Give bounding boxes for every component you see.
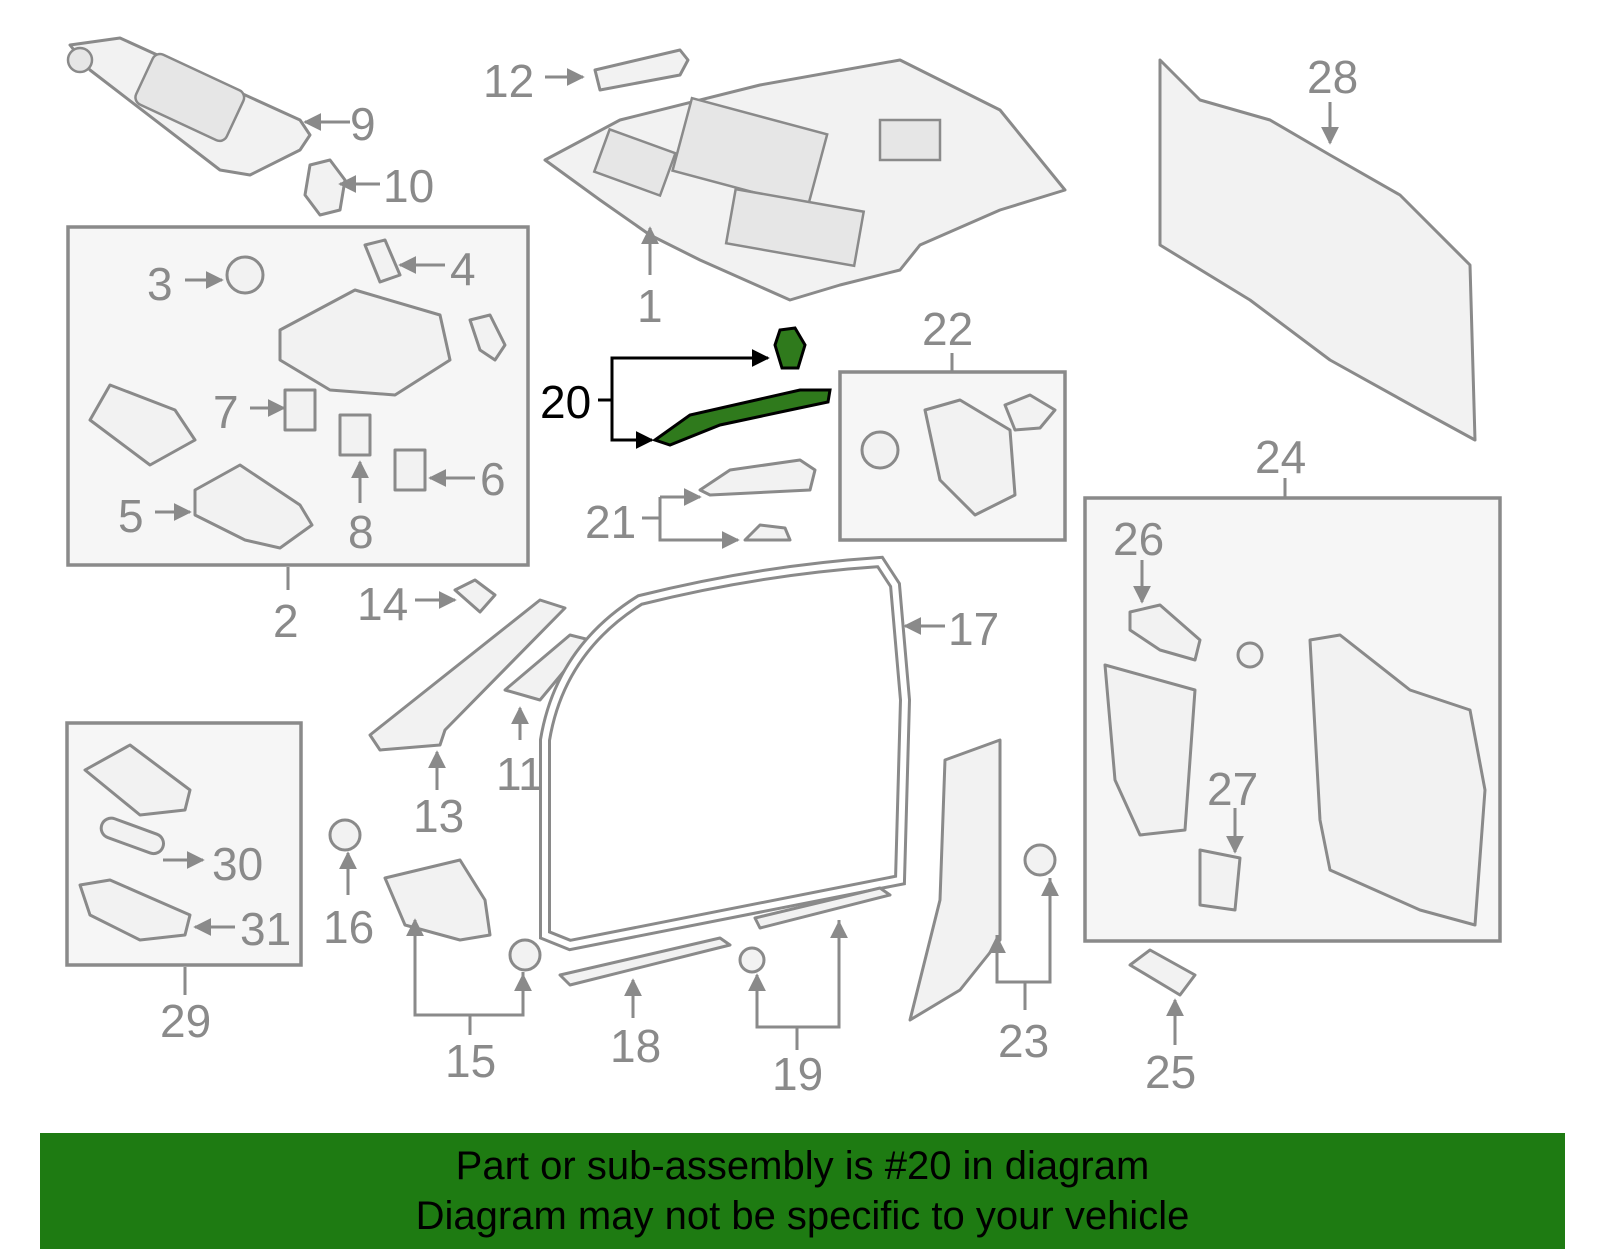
callout-12: 12 [483, 55, 534, 107]
part-25 [1128, 948, 1197, 997]
callout-24: 24 [1255, 431, 1306, 483]
trim-15 [383, 858, 492, 942]
part-20-leaders [598, 349, 770, 449]
callout-22: 22 [922, 303, 973, 355]
callout-7: 7 [213, 386, 239, 438]
callout-10: 10 [383, 160, 434, 212]
callout-20: 20 [540, 376, 591, 428]
pillar-trim-23 [908, 738, 1002, 1022]
callout-21: 21 [585, 496, 636, 548]
callout-26: 26 [1113, 513, 1164, 565]
sun-visor [66, 36, 312, 177]
scuff-plate-19 [753, 886, 892, 930]
callout-5: 5 [118, 490, 144, 542]
callout-19: 19 [772, 1048, 823, 1100]
banner-line-2: Diagram may not be specific to your vehi… [415, 1194, 1190, 1238]
callout-31: 31 [240, 903, 291, 955]
callout-2: 2 [273, 595, 299, 647]
callout-4: 4 [450, 243, 476, 295]
callout-9: 9 [350, 98, 376, 150]
clip-19 [738, 946, 766, 974]
clip-15 [508, 938, 542, 972]
callout-30: 30 [212, 838, 263, 890]
callout-29: 29 [160, 995, 211, 1047]
part-20-highlighted [651, 326, 832, 447]
callout-1: 1 [637, 280, 663, 332]
part-29-parts [78, 743, 192, 942]
back-panel-28 [1158, 58, 1477, 442]
callout-14: 14 [357, 578, 408, 630]
callout-28: 28 [1307, 51, 1358, 103]
part-14 [453, 578, 497, 614]
callout-18: 18 [610, 1020, 661, 1072]
visor-clip [303, 158, 347, 217]
assist-handle-12 [593, 48, 690, 92]
callout-3: 3 [147, 258, 173, 310]
callout-23: 23 [998, 1015, 1049, 1067]
callout-11: 11 [496, 748, 544, 800]
dome-light-group-parts [88, 238, 507, 550]
banner-line-1: Part or sub-assembly is #20 in diagram [455, 1144, 1150, 1188]
clip-23 [1023, 843, 1057, 877]
part-22-parts [860, 393, 1057, 517]
callout-25: 25 [1145, 1046, 1196, 1098]
callout-6: 6 [480, 453, 506, 505]
a-pillar-trim-13 [368, 598, 567, 752]
headliner [543, 58, 1067, 302]
part-21 [698, 458, 817, 542]
part-24-parts [1103, 603, 1487, 927]
callout-15: 15 [445, 1035, 496, 1087]
clip-16 [328, 818, 362, 852]
callout-16: 16 [323, 901, 374, 953]
callout-17: 17 [948, 603, 999, 655]
callout-27: 27 [1207, 763, 1258, 815]
info-banner: Part or sub-assembly is #20 in diagram D… [40, 1133, 1565, 1249]
callout-8: 8 [348, 506, 374, 558]
callout-13: 13 [413, 790, 464, 842]
scuff-plate-18 [558, 936, 732, 987]
